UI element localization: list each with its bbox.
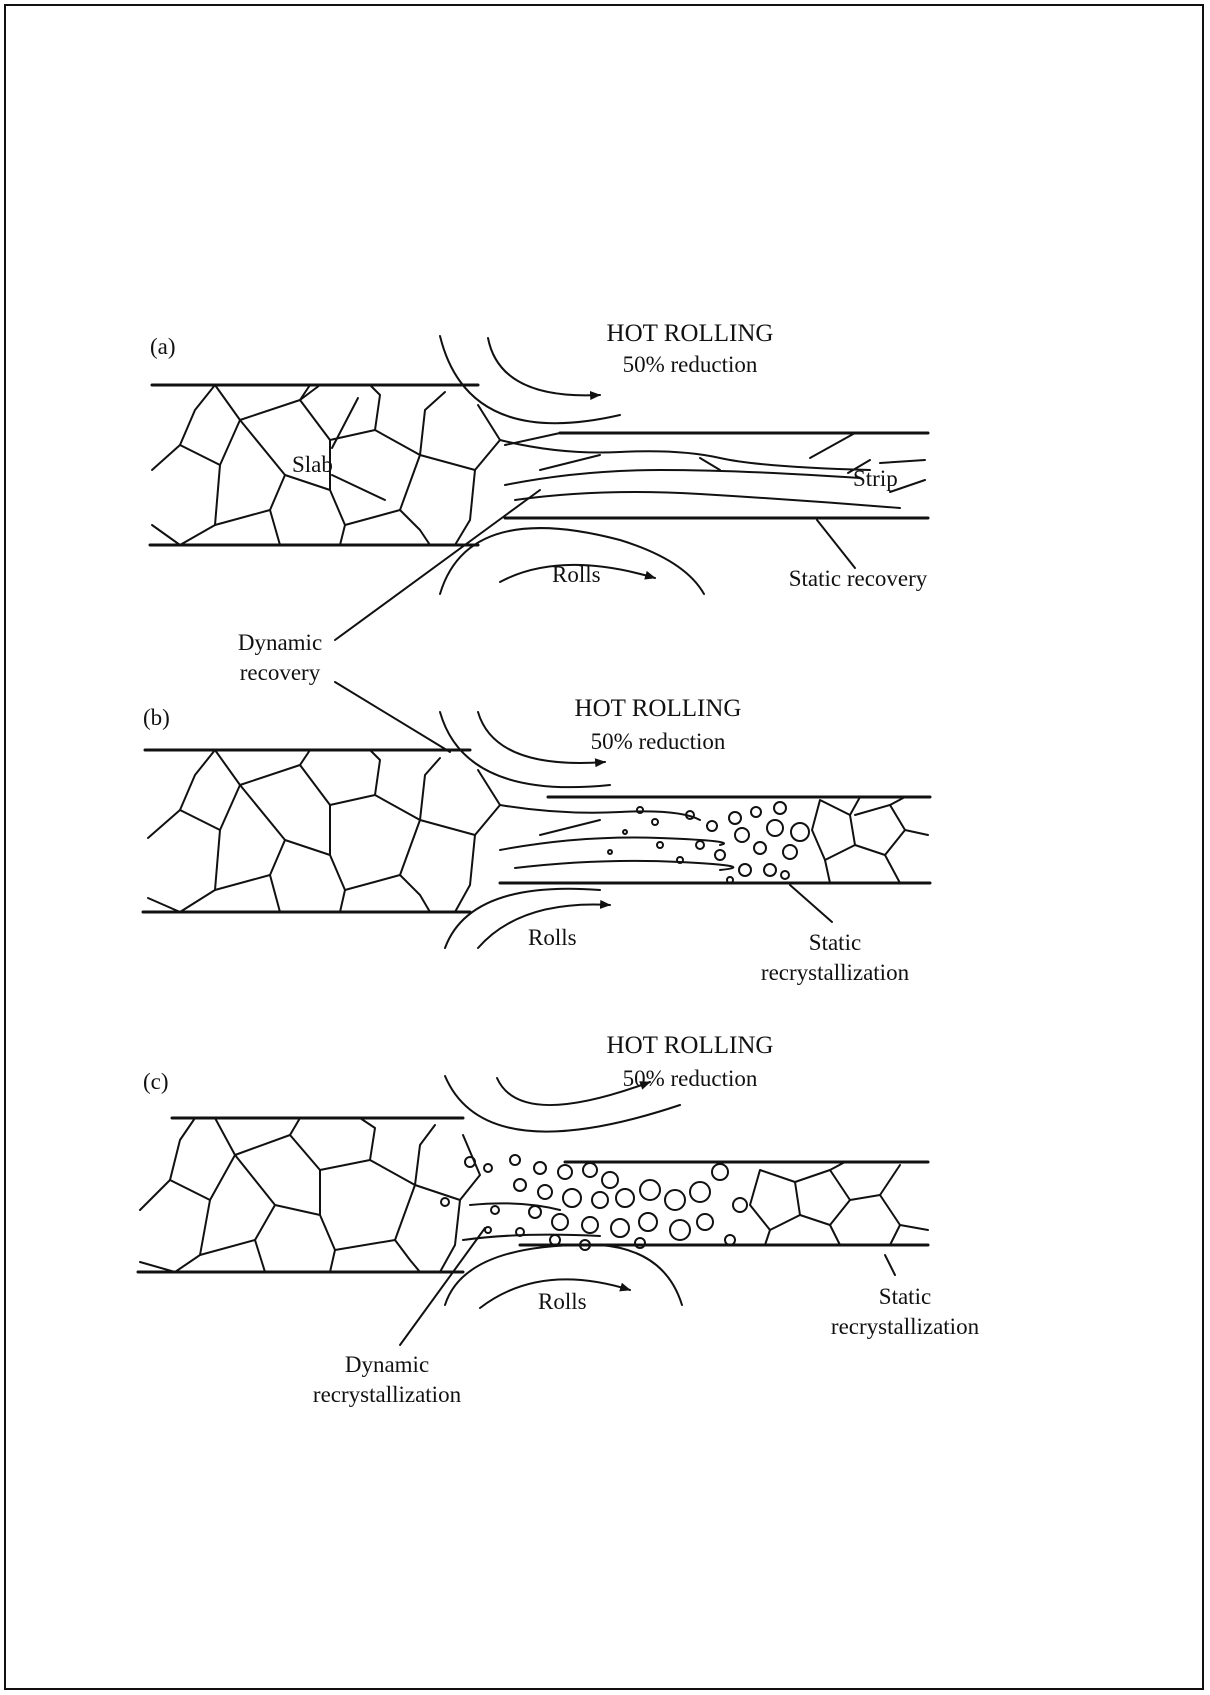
panel-a-tag: (a) (150, 332, 176, 362)
panel-c-tag: (c) (143, 1067, 169, 1097)
slab-leader-1 (332, 398, 358, 448)
panel-c-rolls-label: Rolls (538, 1287, 587, 1317)
panel-c-subtitle: 50% reduction (560, 1064, 820, 1094)
slab-grains (140, 1118, 480, 1272)
slab-leader-2 (332, 475, 385, 500)
dynamic-recrystallization-label: Dynamic recrystallization (287, 1350, 487, 1410)
recrystallized-grains (441, 1155, 928, 1250)
panel-b-static-recrystallization-label: Static recrystallization (735, 928, 935, 988)
static-recovery-label: Static recovery (788, 564, 928, 594)
recrystallized-grains (608, 797, 928, 883)
strip-label: Strip (853, 464, 898, 494)
dynamic-recovery-leader-b (335, 682, 450, 752)
dynamic-recovery-label: Dynamic recovery (215, 628, 345, 688)
panel-b-rolls-label: Rolls (528, 923, 577, 953)
dynamic-recrystallization-leader (400, 1228, 485, 1345)
panel-c-title: HOT ROLLING (560, 1030, 820, 1063)
panel-b-tag: (b) (143, 703, 170, 733)
panel-b-subtitle: 50% reduction (528, 727, 788, 757)
slab-label: Slab (292, 450, 333, 480)
panel-a (150, 336, 928, 640)
panel-c-static-recrystallization-label: Static recrystallization (805, 1282, 1005, 1342)
slab-grains (148, 750, 500, 912)
panel-b-title: HOT ROLLING (528, 693, 788, 726)
panel-a-title: HOT ROLLING (560, 318, 820, 351)
static-recovery-leader (817, 520, 855, 568)
deformed-grains (500, 805, 733, 870)
static-recrystallization-leader (790, 885, 832, 922)
panel-a-subtitle: 50% reduction (560, 350, 820, 380)
static-recrystallization-leader (885, 1255, 895, 1275)
panel-a-rolls-label: Rolls (552, 560, 601, 590)
dynamic-recovery-leader-a (335, 490, 540, 640)
